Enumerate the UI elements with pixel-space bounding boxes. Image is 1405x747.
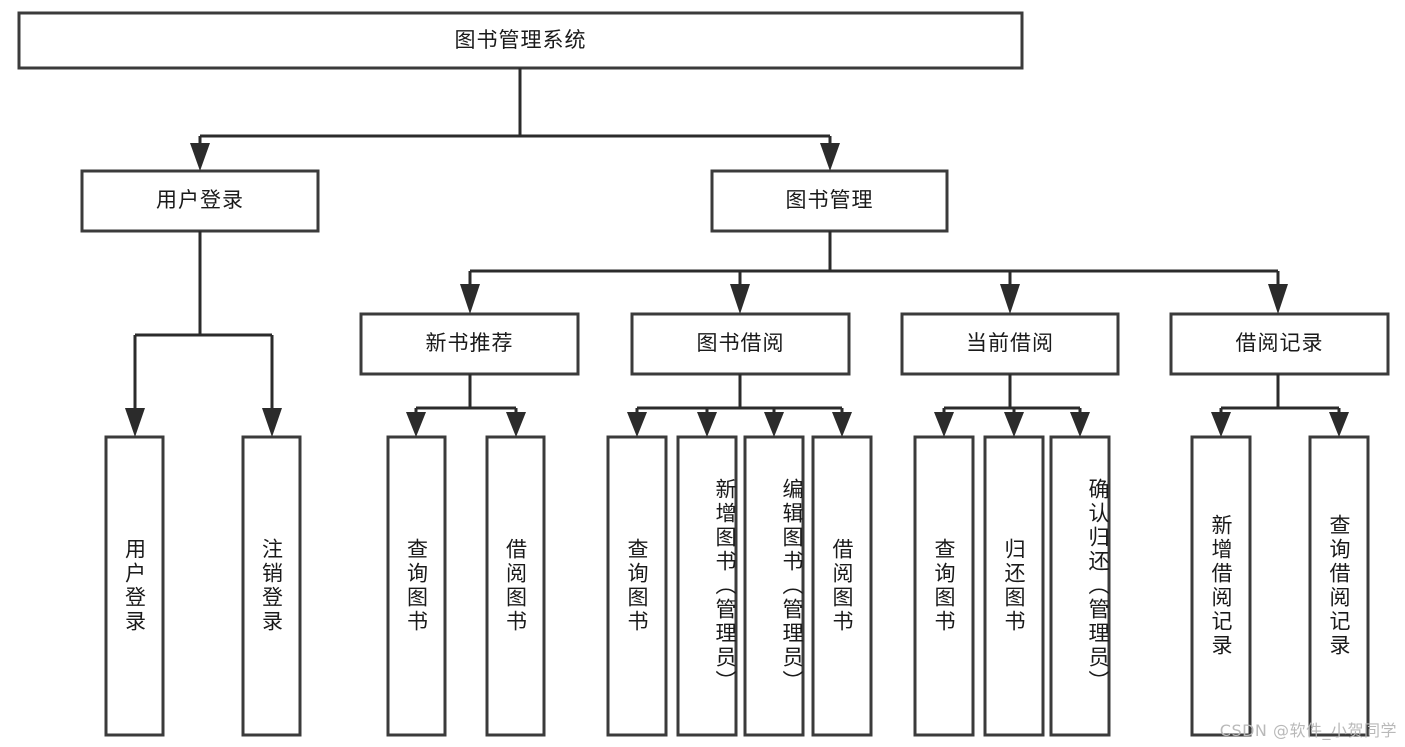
arrow-head-leaf-user-login-1 [262,408,282,437]
arrow-head-user-login [190,143,210,171]
arrow-head-leaf-current-borrow-2 [1070,412,1090,437]
level2-node-box-book-management[interactable] [710,169,949,233]
arrow-head-leaf-current-borrow-1 [1004,412,1024,437]
level3-node-box-current-borrow[interactable] [900,312,1120,376]
arrow-head-leaf-current-borrow-0 [934,412,954,437]
level2-node-box-user-login[interactable] [80,169,320,233]
arrow-head-leaf-book-borrow-3 [832,412,852,437]
arrow-head-book-management [820,143,840,171]
root-node-box[interactable] [17,11,1024,70]
arrow-head-new-book-recommend [460,284,480,314]
level3-node-box-new-book-recommend[interactable] [359,312,580,376]
arrow-head-leaf-book-borrow-1 [697,412,717,437]
arrow-head-leaf-borrow-record-0 [1211,412,1231,437]
leaf-node-box-book-borrow-2[interactable] [743,435,805,737]
csdn-watermark: CSDN @软件_小贺同学 [1219,721,1397,740]
leaf-node-box-current-borrow-1[interactable] [983,435,1045,737]
level3-node-box-book-borrow[interactable] [630,312,851,376]
arrow-head-leaf-new-book-1 [506,412,526,437]
arrow-head-current-borrow [1000,284,1020,314]
level3-node-box-borrow-record[interactable] [1169,312,1390,376]
leaf-node-box-book-borrow-0[interactable] [606,435,668,737]
arrow-head-leaf-user-login-0 [125,408,145,437]
leaf-node-box-book-borrow-1[interactable] [676,435,738,737]
arrow-head-borrow-record [1268,284,1288,314]
arrow-head-leaf-new-book-0 [406,412,426,437]
leaf-node-box-borrow-record-1[interactable] [1308,435,1370,737]
leaf-node-box-user-login-1[interactable] [241,435,302,737]
leaf-node-box-new-book-0[interactable] [386,435,447,737]
leaf-node-box-user-login-0[interactable] [104,435,165,737]
arrow-head-leaf-borrow-record-1 [1329,412,1349,437]
leaf-node-box-new-book-1[interactable] [485,435,546,737]
leaf-node-box-book-borrow-3[interactable] [811,435,873,737]
arrow-head-book-borrow [730,284,750,314]
arrow-head-leaf-book-borrow-2 [764,412,784,437]
leaf-node-box-borrow-record-0[interactable] [1190,435,1252,737]
leaf-node-box-current-borrow-0[interactable] [913,435,975,737]
arrow-head-leaf-book-borrow-0 [627,412,647,437]
leaf-node-box-current-borrow-2[interactable] [1049,435,1111,737]
